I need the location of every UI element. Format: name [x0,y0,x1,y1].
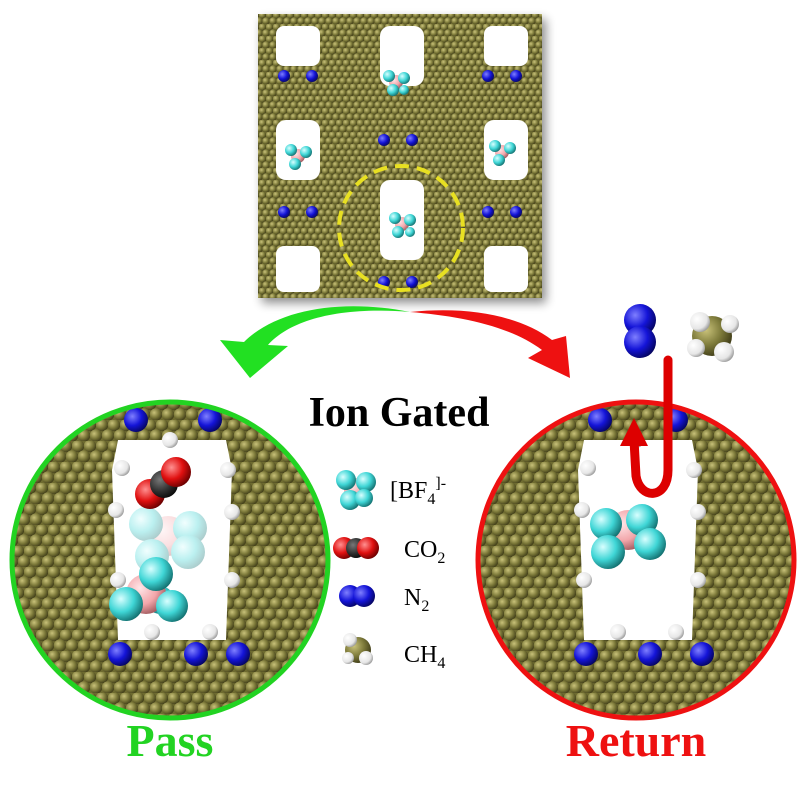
n2-incoming [624,304,656,358]
co2-legend-label: CO2 [404,537,445,567]
bf4-ion [109,557,188,622]
ch4-legend-label: CH4 [404,642,445,672]
pass-arrow [220,306,410,378]
return-zoom-circle [475,399,797,721]
ch4-incoming [687,312,739,362]
legend: [BF4]- CO2 N2 CH4 [333,470,446,672]
bf4-legend-icon [336,470,376,510]
ch4-legend-icon [342,633,373,665]
framework-overview-panel [258,14,542,298]
n2-legend-label: N2 [404,585,429,615]
return-label: Return [566,715,707,766]
co2-legend-icon [333,537,379,559]
bf4-ion [590,504,666,569]
gate-highlight-circle [337,164,465,292]
pass-zoom-circle [9,399,331,721]
bf4-ion-small [383,70,410,96]
n2-legend-icon [339,585,375,607]
co2-molecule [135,457,191,509]
pass-label: Pass [127,715,214,766]
bf4-legend-label: [BF4]- [390,475,446,508]
bf4-ion-small [489,140,516,166]
return-arrow [410,310,570,378]
title: Ion Gated [309,390,490,436]
bf4-ion-small [285,144,312,170]
return-path-arrow [620,355,673,498]
bf4-ion-small [389,212,416,238]
